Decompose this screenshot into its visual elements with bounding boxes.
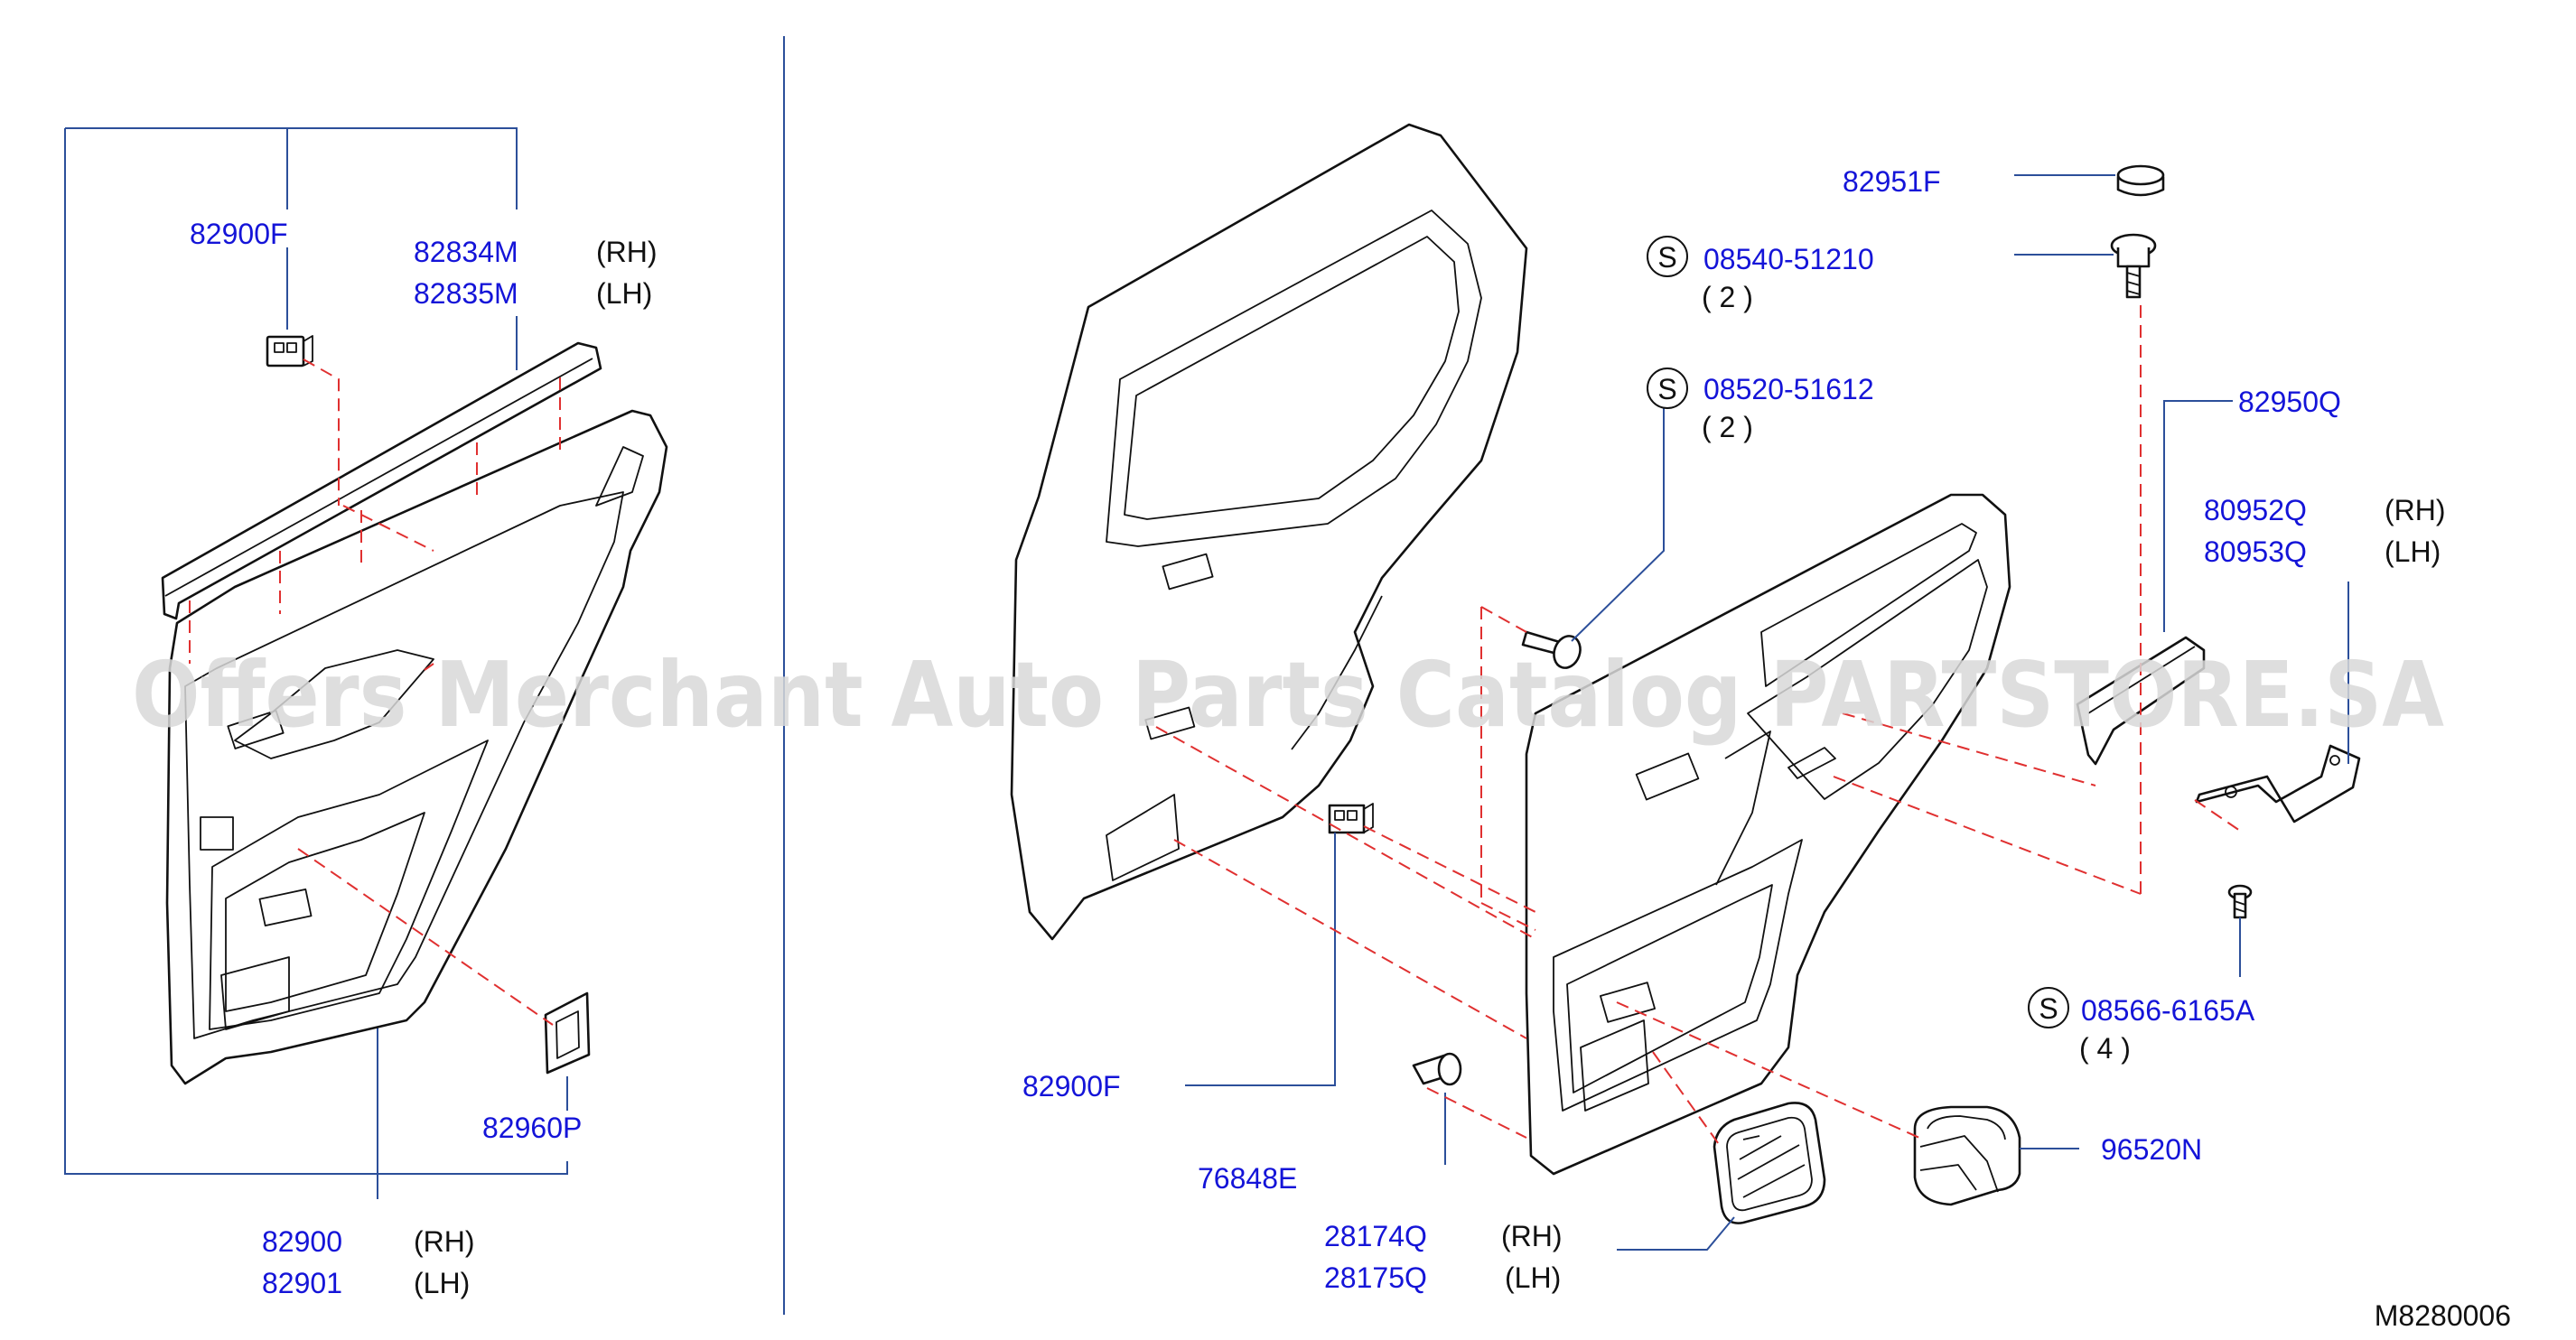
right-dashed-leaders — [1155, 305, 2241, 1148]
left-weatherstrip — [161, 341, 602, 620]
door-shell — [1010, 123, 1528, 941]
bracket-80952Q — [2195, 744, 2361, 824]
label-08566-6165A: 08566-6165A — [2081, 994, 2255, 1027]
label-rh-2: (RH) — [414, 1225, 475, 1258]
cap-82951F — [2116, 164, 2165, 197]
label-82900F-left: 82900F — [190, 218, 288, 250]
label-82900F-right: 82900F — [1022, 1070, 1121, 1103]
diagram-code: M8280006 — [2375, 1299, 2511, 1332]
left-clip — [266, 335, 313, 368]
label-08520-51612: 08520-51612 — [1703, 373, 1874, 405]
label-rh-4: (RH) — [1501, 1220, 1563, 1252]
label-82951F: 82951F — [1843, 165, 1941, 198]
left-sound-pad — [544, 991, 591, 1075]
label-82835M: 82835M — [414, 277, 518, 310]
label-qty-2: ( 2 ) — [1702, 411, 1753, 443]
svg-text:S: S — [1657, 241, 1676, 274]
label-rh-1: (RH) — [596, 236, 658, 268]
screw-08520 — [1521, 630, 1582, 669]
label-lh-2: (LH) — [414, 1267, 470, 1299]
s-circle-1: S — [1647, 236, 1688, 277]
clip-76848E — [1412, 1052, 1462, 1086]
label-82950Q: 82950Q — [2238, 386, 2341, 418]
left-dashed-leaders — [189, 358, 561, 1026]
label-82960P: 82960P — [482, 1112, 582, 1144]
label-80953Q: 80953Q — [2204, 535, 2307, 568]
label-lh-3: (LH) — [2385, 535, 2441, 568]
sound-pad-28174Q — [1713, 1102, 1826, 1224]
svg-text:S: S — [2039, 992, 2058, 1025]
label-rh-3: (RH) — [2385, 494, 2446, 526]
label-96520N: 96520N — [2101, 1133, 2202, 1166]
label-82900: 82900 — [262, 1225, 342, 1258]
label-28175Q: 28175Q — [1324, 1261, 1427, 1294]
right-door-trim — [1525, 493, 2011, 1176]
svg-text:S: S — [1657, 373, 1676, 405]
label-lh-1: (LH) — [596, 277, 652, 310]
left-door-trim — [165, 409, 668, 1085]
label-28174Q: 28174Q — [1324, 1220, 1427, 1252]
label-82834M: 82834M — [414, 236, 518, 268]
s-circle-2: S — [1647, 368, 1688, 409]
label-qty-3: ( 4 ) — [2079, 1032, 2131, 1065]
label-80952Q: 80952Q — [2204, 494, 2307, 526]
label-lh-4: (LH) — [1505, 1261, 1561, 1294]
label-08540-51210: 08540-51210 — [1703, 243, 1874, 275]
screw-08540 — [2110, 233, 2157, 299]
s-circle-3: S — [2028, 987, 2069, 1028]
screw-08566 — [2227, 884, 2253, 919]
right-leader-lines — [1185, 174, 2349, 1251]
pocket-cup-96520N — [1913, 1105, 2021, 1206]
label-82901: 82901 — [262, 1267, 342, 1299]
left-callout-bracket — [64, 127, 568, 1199]
watermark-text: Offers Merchant Auto Parts Catalog PARTS… — [132, 642, 2444, 748]
handle-cup-82950Q — [2076, 636, 2206, 766]
label-qty-1: ( 2 ) — [1702, 281, 1753, 313]
label-76848E: 76848E — [1198, 1162, 1297, 1195]
